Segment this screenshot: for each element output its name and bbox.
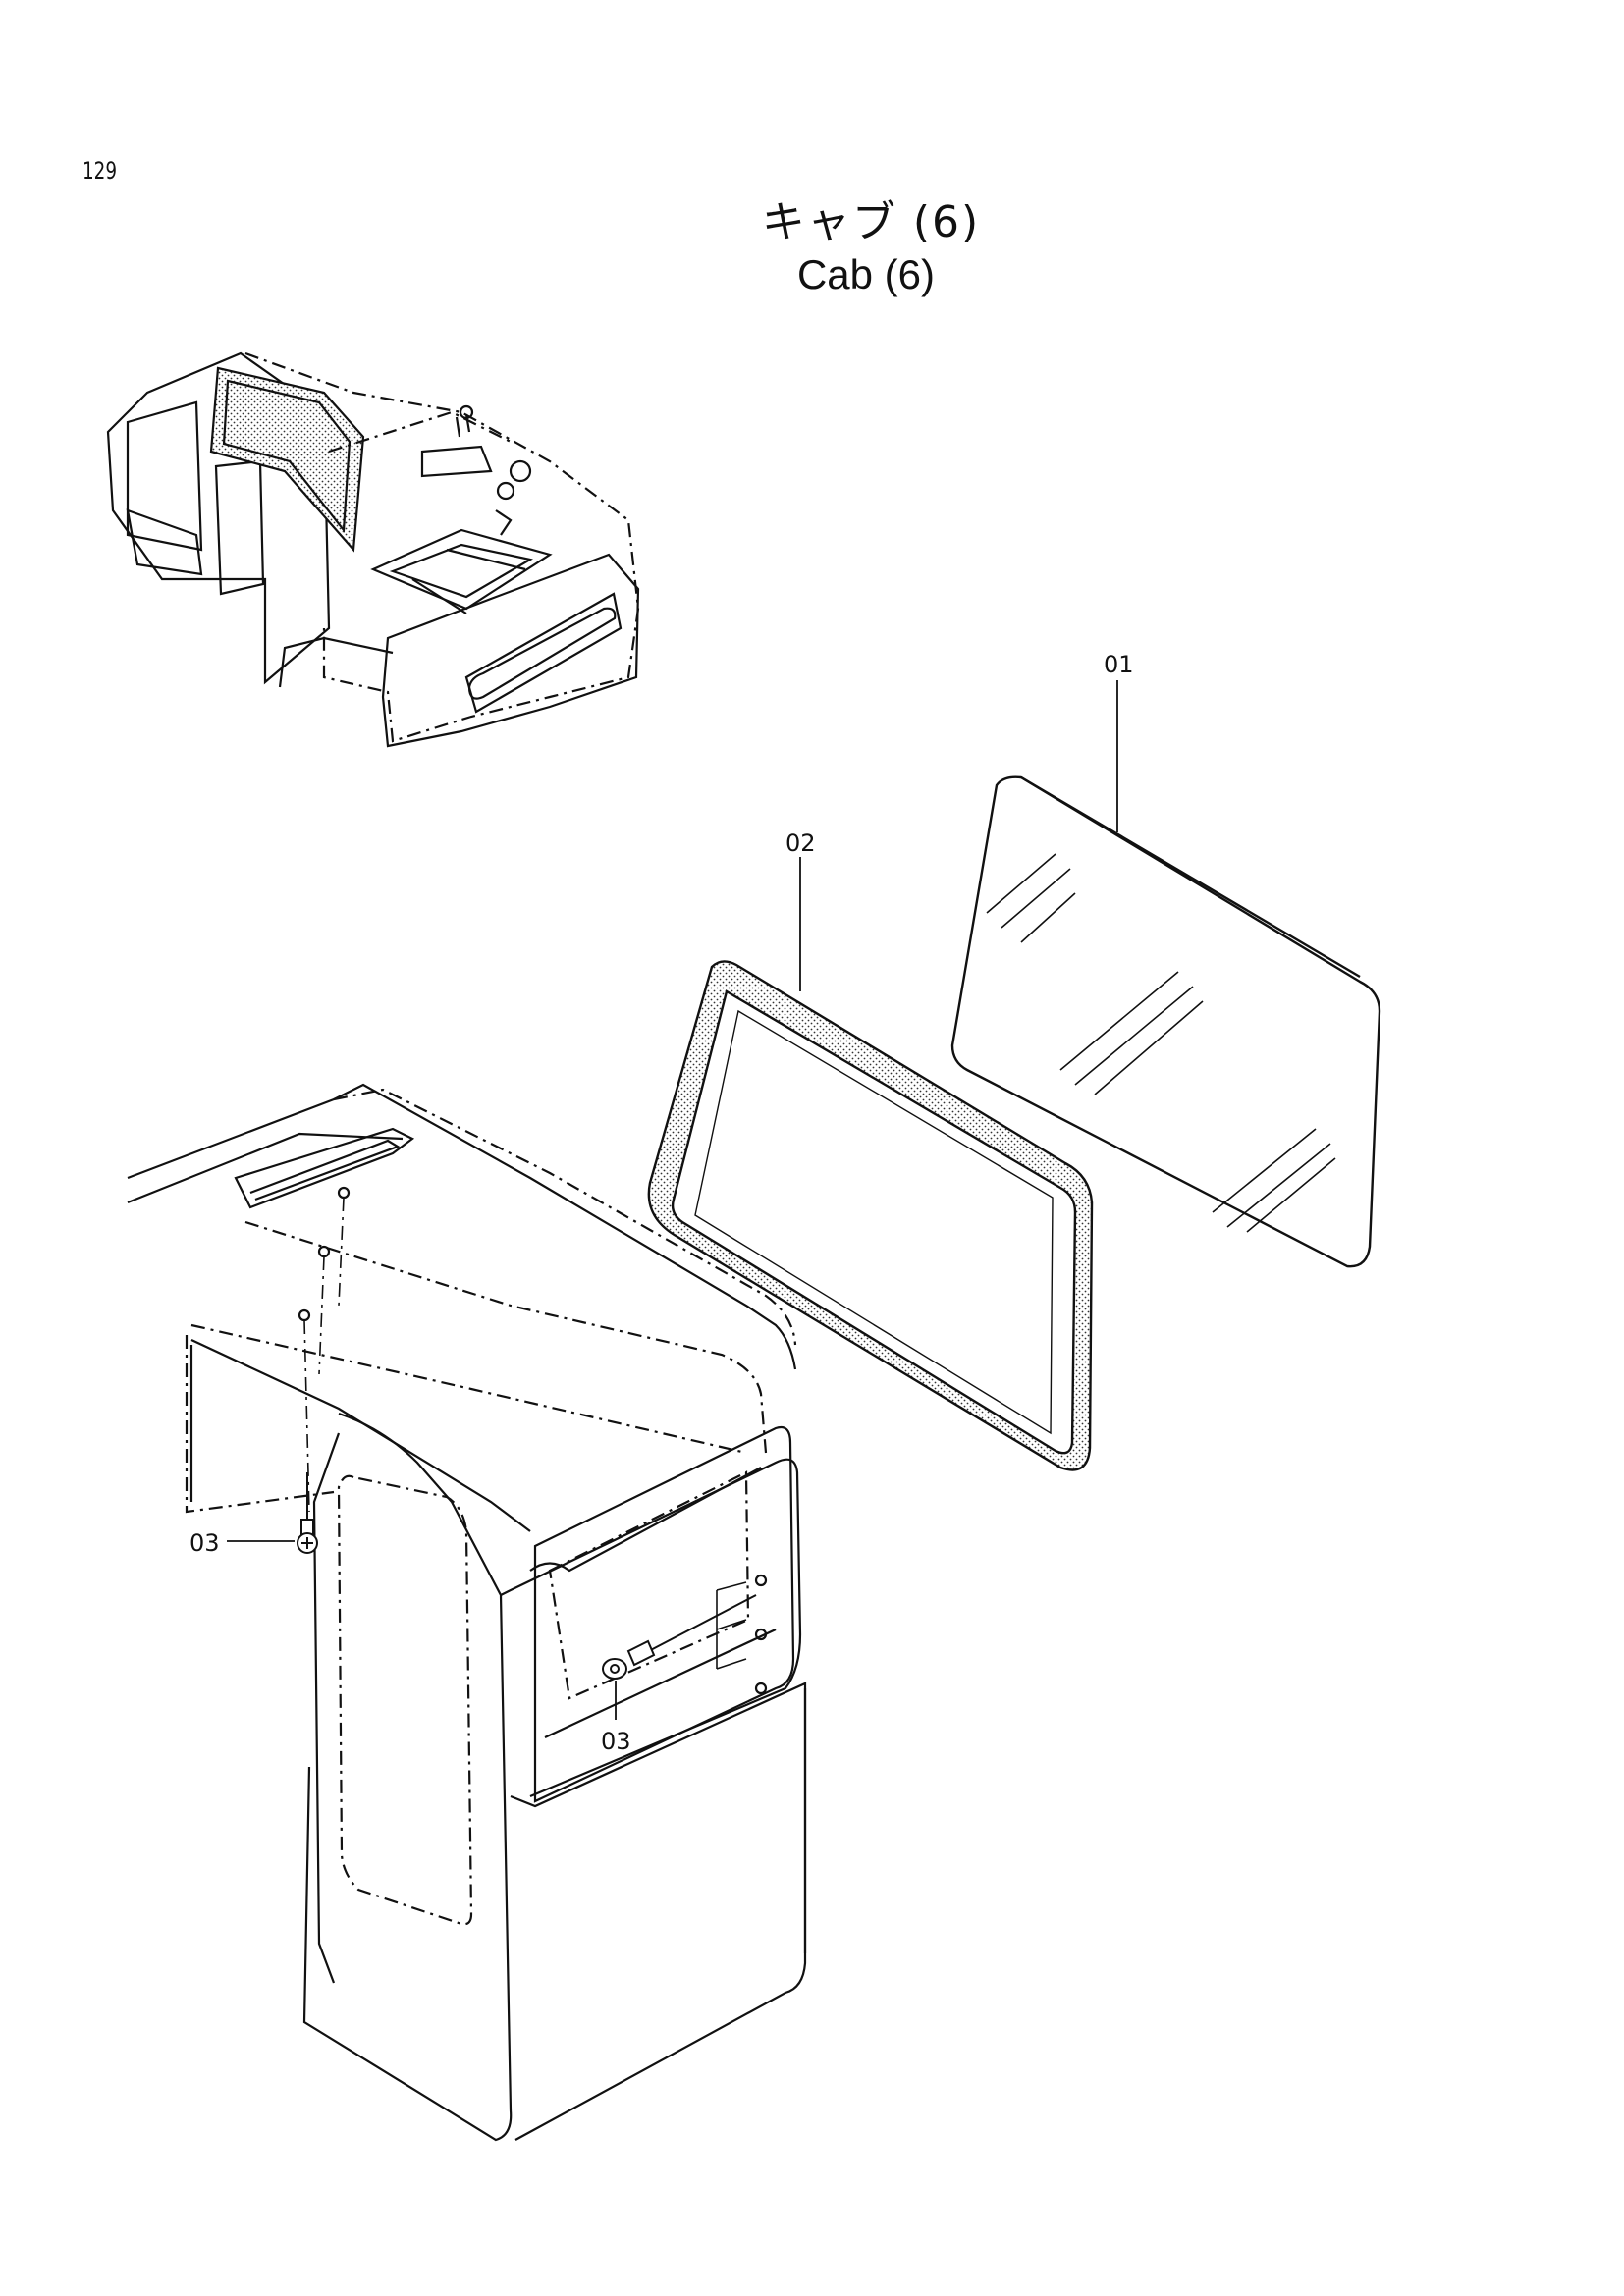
callout-01: 01 [1104,651,1134,678]
seal-weatherstrip-part-02 [647,960,1094,1471]
bolt-part-03-right [602,1594,757,1680]
leader-lines [227,680,1118,1720]
page-title-japanese: キャブ (6) [761,197,981,247]
bolt-part-03-left [297,1472,318,1554]
cab-body-illustration [127,1083,807,2142]
callout-02: 02 [785,829,816,857]
window-glass-part-01 [950,775,1381,1268]
callout-03-left: 03 [189,1529,220,1557]
callout-03-right: 03 [601,1728,631,1755]
page-title-english: Cab (6) [796,251,936,297]
page-number: 129 [82,157,118,185]
machine-overview-illustration [106,351,640,748]
title-block: キャブ (6) Cab (6) [0,187,1624,298]
